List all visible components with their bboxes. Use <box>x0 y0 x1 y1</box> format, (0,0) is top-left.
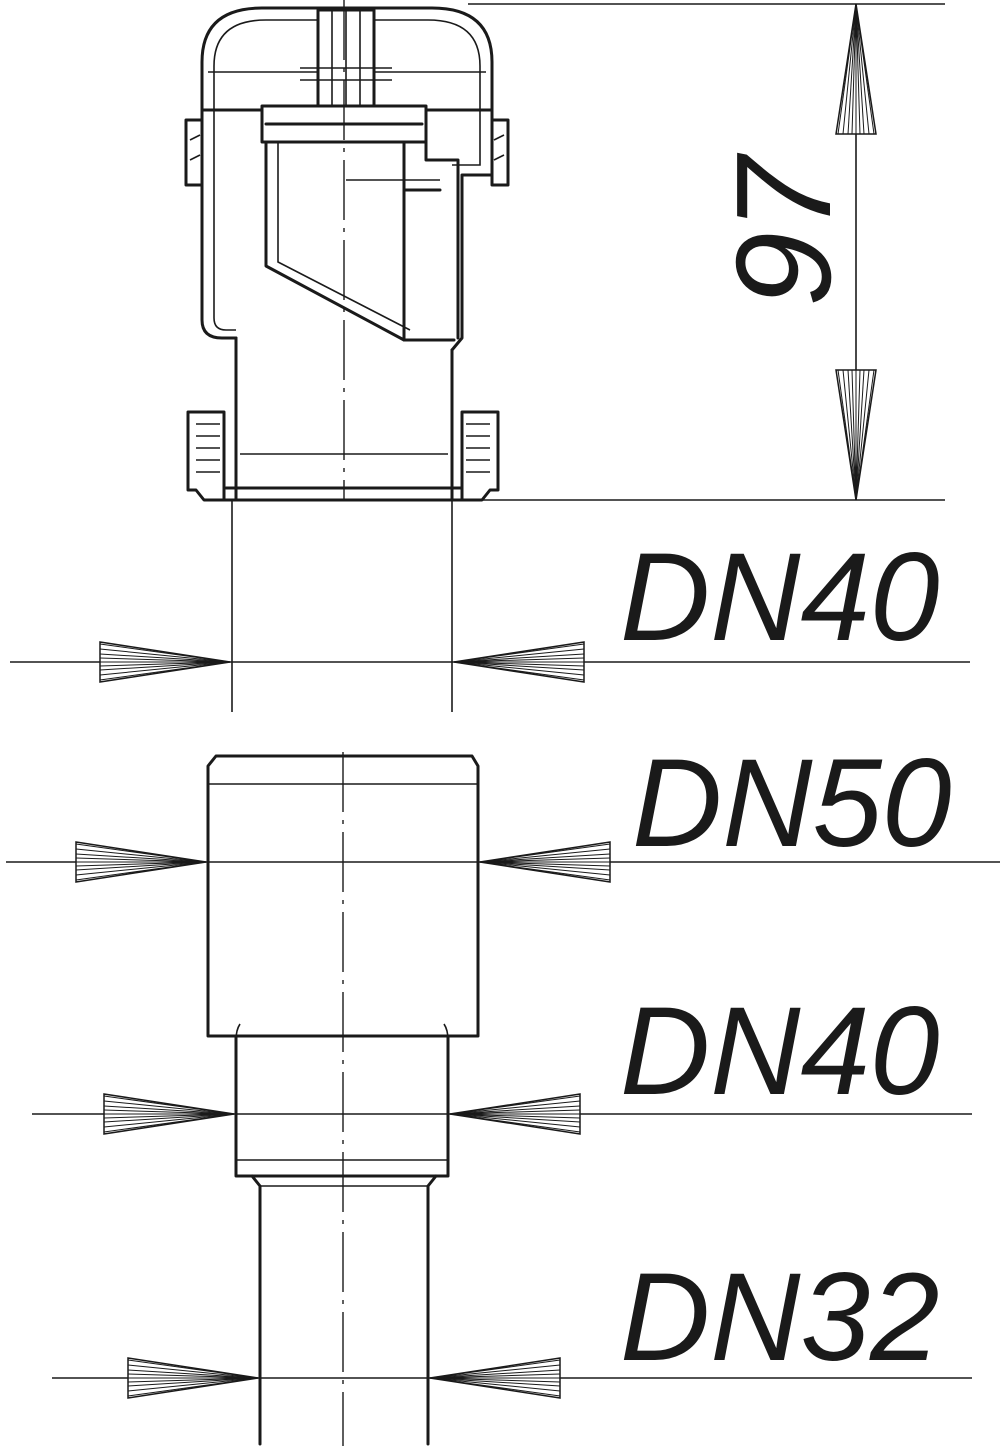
dimension-dn40-top <box>10 641 970 683</box>
label-dn40-top: DN40 <box>620 528 940 667</box>
air-valve-body <box>184 6 510 502</box>
label-dn40-adapter: DN40 <box>620 982 940 1121</box>
label-dn32: DN32 <box>620 1248 940 1387</box>
label-dn50: DN50 <box>632 734 952 873</box>
height-label: 97 <box>708 152 859 307</box>
dimension-dn32 <box>52 1357 972 1399</box>
dimension-dn50 <box>6 841 1000 883</box>
dimension-dn40-adapter <box>32 1093 972 1135</box>
height-dimension <box>468 3 945 501</box>
